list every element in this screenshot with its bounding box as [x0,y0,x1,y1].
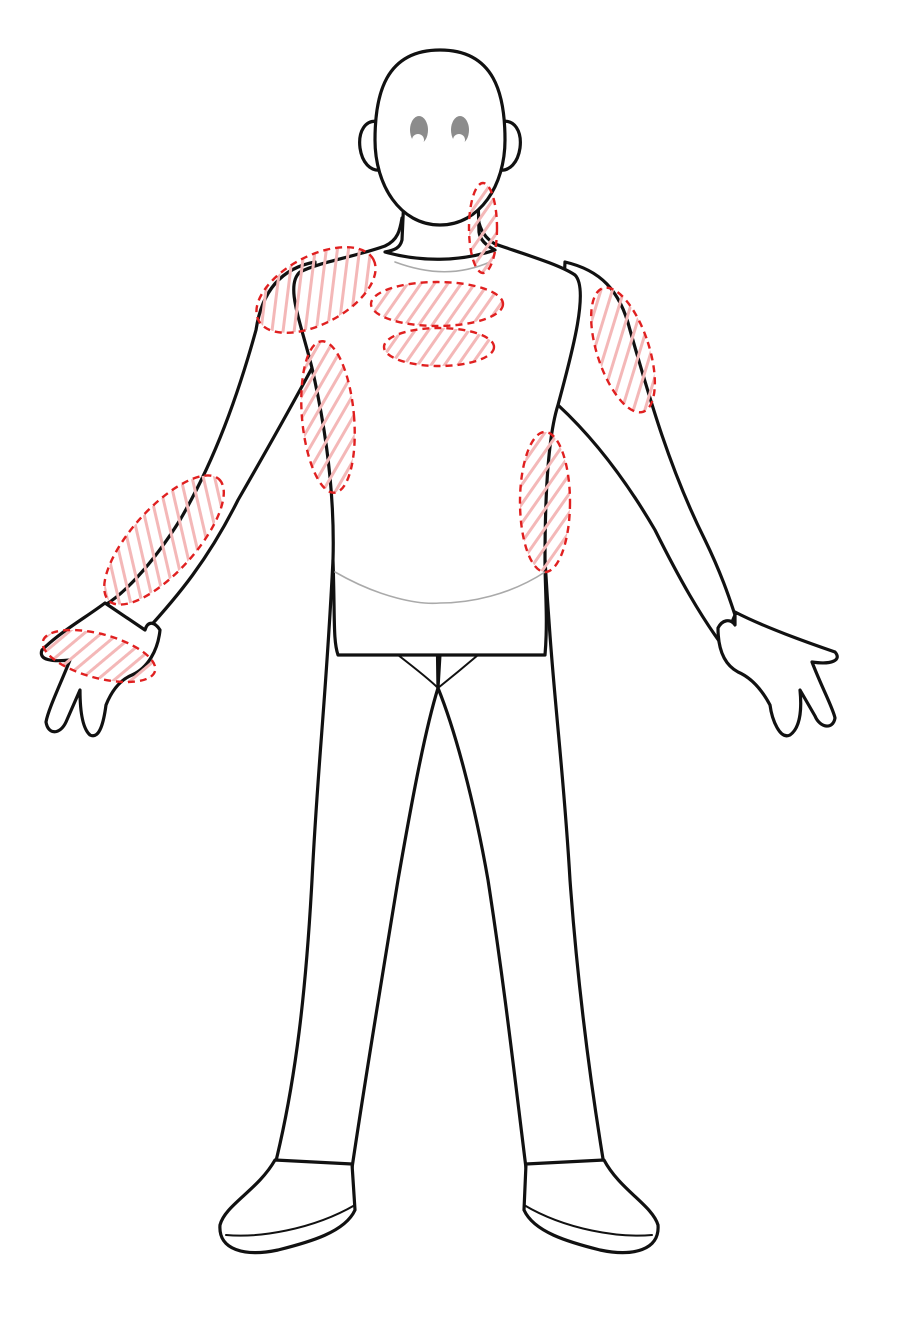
shoulder-right-zone [589,286,657,414]
forearm-left-zone [102,474,226,606]
torso-side-left-zone [300,340,356,494]
neck-right-zone [467,181,499,275]
waistline [334,571,546,605]
highlight-zones [41,181,657,684]
left-shoe [218,1158,357,1255]
right-shoe [522,1158,660,1255]
groin-line [397,654,479,690]
head [373,48,507,227]
right-hand [716,610,839,738]
torso-side-right-zone [518,430,572,574]
left-eye-icon [410,116,428,146]
shoulder-left-zone [255,245,377,335]
upper-chest-zone [369,280,505,328]
lower-chest-zone [382,326,496,368]
right-arm [556,260,737,647]
wrist-hand-left-zone [41,628,157,684]
right-eye-icon [451,116,469,146]
